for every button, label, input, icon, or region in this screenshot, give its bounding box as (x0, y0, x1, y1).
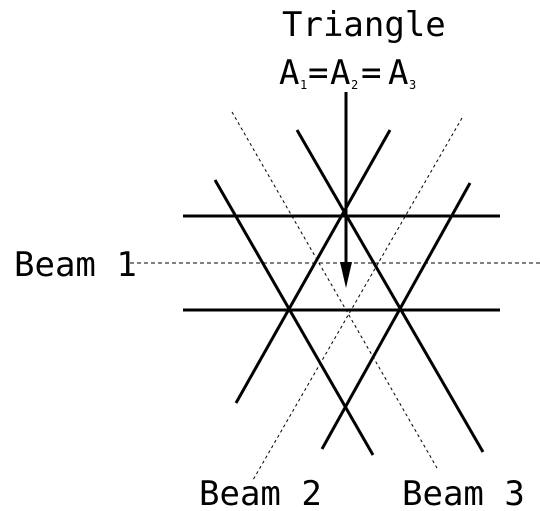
eq-equals-1: = (308, 53, 328, 93)
beam3-line-right (320, 182, 472, 450)
eq-a1-subscript: 1 (300, 78, 307, 92)
beam3-label: Beam 3 (402, 474, 525, 511)
beam3-axis (252, 117, 463, 481)
title-equation: A 1 = A 2 = A 3 (279, 53, 416, 93)
arrow-head (340, 262, 352, 288)
eq-a3-subscript: 3 (409, 78, 416, 92)
beam1-label: Beam 1 (14, 245, 137, 285)
beam2-line-right (295, 129, 485, 453)
beam3-line-left (234, 129, 392, 404)
beam2-label: Beam 2 (199, 474, 322, 511)
beam2-axis (231, 111, 438, 469)
eq-a2-subscript: 2 (351, 78, 358, 92)
eq-a2: A (330, 53, 350, 93)
title-triangle: Triangle (282, 5, 446, 45)
eq-a1: A (279, 53, 299, 93)
eq-a3: A (388, 53, 408, 93)
beam2-line-left (213, 179, 375, 456)
eq-equals-2: = (361, 53, 381, 93)
